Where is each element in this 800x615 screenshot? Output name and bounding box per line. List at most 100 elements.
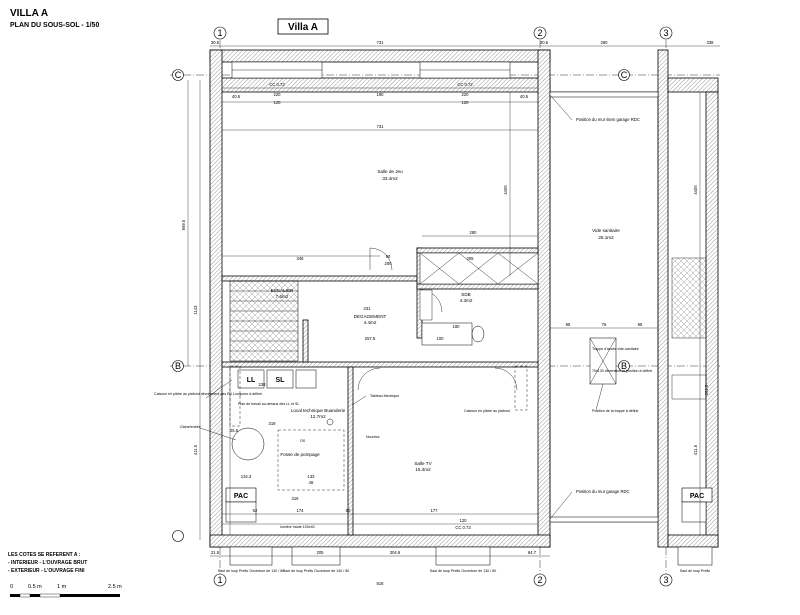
dim-80: 80 [346,508,351,513]
room-salle-de-jeu: Salle de Jeu [377,169,403,174]
wall-neighbor-top [667,77,719,93]
wall-sdb-top [416,283,539,290]
room-local-technique-area: 12.7m2 [310,414,326,419]
dim-205b: 205 [317,550,325,555]
bathtub [421,322,473,346]
pac-label-right: PAC [690,493,704,500]
axis-bubble-2-top [533,26,547,40]
dim-120: 120 [460,518,468,523]
axis-label-c-left: C [175,70,182,80]
axis-bubble-b-right [618,360,630,372]
note-mur-garage-top: Position du mur stem garage RDC [576,117,640,122]
dim-95: 95 [566,322,571,327]
os-label: OS [300,439,306,443]
axis-bubble-a-left [172,530,184,542]
axis-label-1-top: 1 [217,28,222,38]
room-salle-de-jeu-area: 33.4m2 [382,176,398,181]
cc-right: CC 0.72 [457,82,473,87]
dim-90: 90 [386,254,391,259]
dim-62: 62 [253,508,258,513]
water-heater [231,427,265,461]
note-mur-garage-bottom: Position du mur garage RDC [576,489,630,494]
dim-top-right2: 260 [601,40,609,45]
legend-line-2: - INTERIEUR - L'OUVRAGE BRUT [8,560,87,566]
door-salle-jeu [369,247,393,271]
wall-neighbor-right [705,91,719,548]
wall-neighbor-left [657,49,669,548]
axis-label-b-right: B [621,361,627,371]
wall-interior-h1 [221,275,418,282]
dim-win2b: 120 [462,100,470,105]
room-sdb: SDB [461,292,470,297]
villa-tag: Villa A [288,22,318,33]
axis-bubble-1-bottom [213,573,227,587]
axis-label-b-left: B [175,361,181,371]
room-escalier-area: 7.6m2 [276,294,289,299]
axis-label-2-top: 2 [537,28,542,38]
opening-label-2: Saut de loup Preflu Ouverture de 140 / 8… [283,569,350,573]
room-salle-tv: Salle TV [414,461,432,466]
note-gaine: Gaine/entrée [180,425,201,429]
scale-25: 2.5 m [108,584,122,590]
toilet [471,325,485,343]
dim-win1b: 120 [274,100,282,105]
dim-177: 177 [431,508,439,513]
wall-bottom [209,534,551,548]
dryer [266,369,294,389]
axis-label-c-right: C [621,70,628,80]
cc-left: CC 0.72 [269,82,285,87]
fosse-pompage [277,429,345,491]
dim-280: 280 [470,230,478,235]
dim-right-2615: 261.5 [704,384,709,395]
vide-sanitaire-zone [549,91,659,523]
room-sdb-area: 4.3m2 [460,298,473,303]
axis-bubble-b-left [172,360,184,372]
door-salle-tv [494,367,518,391]
note-caisson-right: Caisson en plâtre au plafond [464,409,510,413]
dim-1343: 134.3 [241,474,252,479]
room-salle-tv-area: 15.4m2 [415,467,431,472]
note-trappe-dim: 70x130 dimension et position à définir [592,369,653,373]
neighbor-stairs [671,257,707,339]
dim-647: 64.7 [528,550,537,555]
dim-238: 238 [259,382,267,387]
axis-label-1-bottom: 1 [217,575,222,585]
axis-label-3-bottom: 3 [663,575,668,585]
dim-174: 174 [297,508,305,513]
sump [326,418,334,426]
pac-unit-left [225,501,257,523]
note-caisson-left: Caisson en plâtre au plafond dévoiement … [154,392,263,396]
dim-top-right: 30.5 [540,40,549,45]
wall-left [209,49,223,548]
wall-right [537,49,551,548]
dim-left-405: 40.5 [232,94,241,99]
mur-garage-top [549,91,659,98]
dim-h-4405b: 4405 [693,185,698,195]
axis-label-3-top: 3 [663,28,668,38]
mur-garage-bottom [549,516,659,523]
sl-label: SL [276,377,286,384]
axis-bubble-2-bottom [533,573,547,587]
scale-0: 0 [10,584,13,590]
dim-346: 346 [297,256,305,261]
dim-180: 180 [453,324,461,329]
dim-215: 21.5 [211,550,220,555]
opening-label-1: Saut de loup Preflu Ouverture de 130 / 8… [218,569,285,573]
note-trappe: Trappe d'accès vide-sanitaire [592,347,639,351]
dim-inner-731: 731 [377,124,385,129]
axis-label-2-bottom: 2 [537,575,542,585]
sheet-title: VILLA A [10,8,48,19]
note-nourrice: Nourrice [366,435,380,439]
wall-interior-h3 [221,361,539,368]
axis-bubble-3-top [659,26,673,40]
dim-200: 200 [385,261,393,266]
sink [419,289,433,321]
wall-neighbor-bottom [667,534,719,548]
dim-right-4115: 411.5 [693,444,698,455]
note-plan-travail: Plan de travail au-dessus des LL et SL [238,402,299,406]
door-local-technique [357,367,381,391]
axis-bubble-3-bottom [659,573,673,587]
dim-right-405: 40.5 [520,94,529,99]
wall-top-parapet [209,49,551,63]
